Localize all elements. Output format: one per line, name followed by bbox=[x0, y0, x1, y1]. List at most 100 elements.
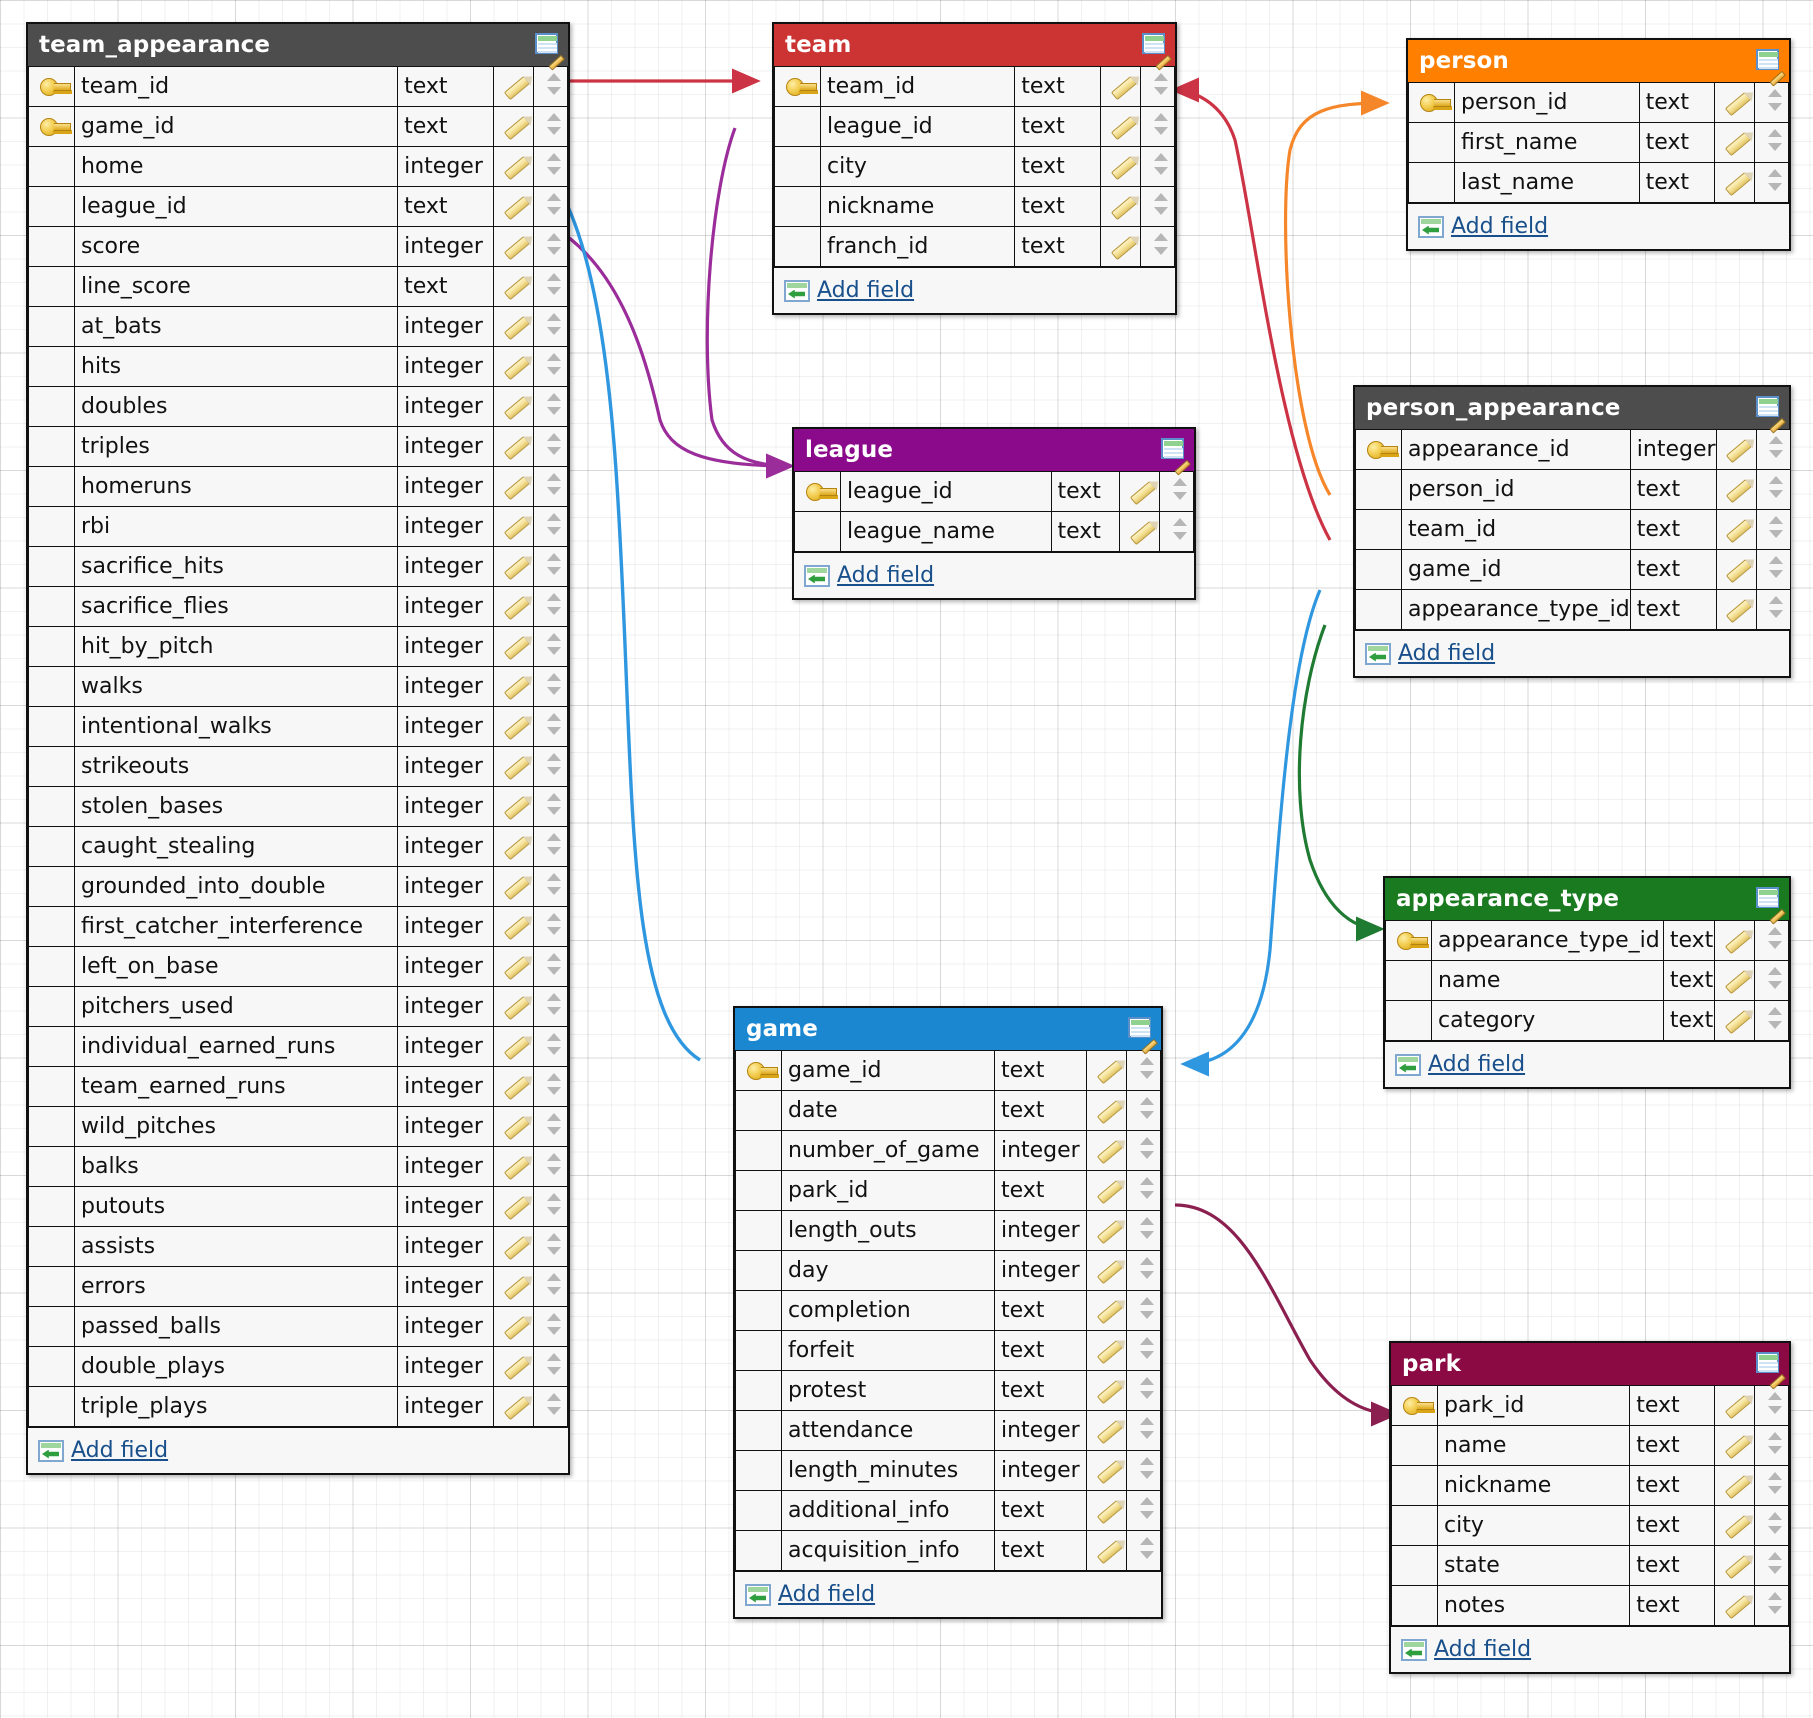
up-down-arrows-icon[interactable] bbox=[1139, 1456, 1154, 1479]
edit-field-button[interactable] bbox=[1714, 1465, 1755, 1506]
pencil-icon[interactable] bbox=[1724, 1394, 1751, 1420]
reorder-field-handle[interactable] bbox=[533, 946, 568, 987]
edit-table-icon[interactable] bbox=[1756, 395, 1787, 434]
reorder-field-handle[interactable] bbox=[1754, 122, 1789, 163]
reorder-field-handle[interactable] bbox=[1126, 1090, 1161, 1131]
edit-field-button[interactable] bbox=[1714, 122, 1755, 163]
pencil-icon[interactable] bbox=[503, 595, 530, 621]
up-down-arrows-icon[interactable] bbox=[1153, 232, 1168, 255]
reorder-field-handle[interactable] bbox=[533, 186, 568, 227]
edit-field-button[interactable] bbox=[493, 906, 534, 947]
edit-field-button[interactable] bbox=[493, 546, 534, 587]
edit-field-button[interactable] bbox=[1100, 226, 1141, 267]
reorder-field-handle[interactable] bbox=[533, 1266, 568, 1307]
reorder-field-handle[interactable] bbox=[1754, 1000, 1789, 1041]
reorder-field-handle[interactable] bbox=[1140, 106, 1175, 147]
up-down-arrows-icon[interactable] bbox=[546, 912, 561, 935]
up-down-arrows-icon[interactable] bbox=[1767, 1431, 1782, 1454]
pencil-icon[interactable] bbox=[1724, 1009, 1751, 1035]
reorder-field-handle[interactable] bbox=[1126, 1210, 1161, 1251]
up-down-arrows-icon[interactable] bbox=[546, 712, 561, 735]
pencil-icon[interactable] bbox=[1096, 1059, 1123, 1085]
up-down-arrows-icon[interactable] bbox=[546, 72, 561, 95]
pencil-icon[interactable] bbox=[503, 995, 530, 1021]
edit-table-icon[interactable] bbox=[1142, 32, 1173, 71]
pencil-icon[interactable] bbox=[1096, 1219, 1123, 1245]
up-down-arrows-icon[interactable] bbox=[546, 312, 561, 335]
up-down-arrows-icon[interactable] bbox=[546, 1112, 561, 1135]
reorder-field-handle[interactable] bbox=[1159, 471, 1194, 512]
pencil-icon[interactable] bbox=[503, 1115, 530, 1141]
up-down-arrows-icon[interactable] bbox=[1153, 72, 1168, 95]
reorder-field-handle[interactable] bbox=[533, 546, 568, 587]
edit-field-button[interactable] bbox=[1715, 549, 1757, 590]
add-field-label[interactable]: Add field bbox=[837, 563, 935, 588]
edit-field-button[interactable] bbox=[1086, 1050, 1127, 1091]
reorder-field-handle[interactable] bbox=[533, 306, 568, 347]
reorder-field-handle[interactable] bbox=[1754, 82, 1789, 123]
pencil-icon[interactable] bbox=[1096, 1379, 1123, 1405]
reorder-field-handle[interactable] bbox=[533, 346, 568, 387]
up-down-arrows-icon[interactable] bbox=[1767, 1511, 1782, 1534]
pencil-icon[interactable] bbox=[1096, 1179, 1123, 1205]
edit-field-button[interactable] bbox=[1100, 106, 1141, 147]
edit-table-icon[interactable] bbox=[535, 32, 566, 71]
up-down-arrows-icon[interactable] bbox=[546, 272, 561, 295]
reorder-field-handle[interactable] bbox=[1126, 1250, 1161, 1291]
pencil-icon[interactable] bbox=[503, 875, 530, 901]
pencil-icon[interactable] bbox=[503, 475, 530, 501]
edit-field-button[interactable] bbox=[493, 1346, 534, 1387]
pencil-icon[interactable] bbox=[1724, 131, 1751, 157]
reorder-field-handle[interactable] bbox=[533, 826, 568, 867]
edit-field-button[interactable] bbox=[1714, 1385, 1755, 1426]
reorder-field-handle[interactable] bbox=[533, 1226, 568, 1267]
edit-field-button[interactable] bbox=[493, 586, 534, 627]
pencil-icon[interactable] bbox=[1110, 155, 1137, 181]
edit-field-button[interactable] bbox=[493, 986, 534, 1027]
reorder-field-handle[interactable] bbox=[1126, 1410, 1161, 1451]
up-down-arrows-icon[interactable] bbox=[546, 1232, 561, 1255]
edit-field-button[interactable] bbox=[493, 1266, 534, 1307]
add-field-row-appearance-type[interactable]: Add field bbox=[1385, 1041, 1789, 1087]
pencil-icon[interactable] bbox=[1110, 115, 1137, 141]
up-down-arrows-icon[interactable] bbox=[1767, 128, 1782, 151]
edit-field-button[interactable] bbox=[1086, 1330, 1127, 1371]
edit-field-button[interactable] bbox=[493, 786, 534, 827]
reorder-field-handle[interactable] bbox=[533, 906, 568, 947]
pencil-icon[interactable] bbox=[503, 75, 530, 101]
pencil-icon[interactable] bbox=[503, 315, 530, 341]
reorder-field-handle[interactable] bbox=[1126, 1530, 1161, 1571]
edit-field-button[interactable] bbox=[493, 1106, 534, 1147]
reorder-field-handle[interactable] bbox=[1140, 226, 1175, 267]
reorder-field-handle[interactable] bbox=[533, 986, 568, 1027]
pencil-icon[interactable] bbox=[1725, 478, 1753, 504]
pencil-icon[interactable] bbox=[503, 195, 530, 221]
pencil-icon[interactable] bbox=[1724, 91, 1751, 117]
reorder-field-handle[interactable] bbox=[1754, 162, 1789, 203]
add-field-row-person[interactable]: Add field bbox=[1408, 203, 1789, 249]
edit-field-button[interactable] bbox=[1714, 82, 1755, 123]
pencil-icon[interactable] bbox=[503, 915, 530, 941]
